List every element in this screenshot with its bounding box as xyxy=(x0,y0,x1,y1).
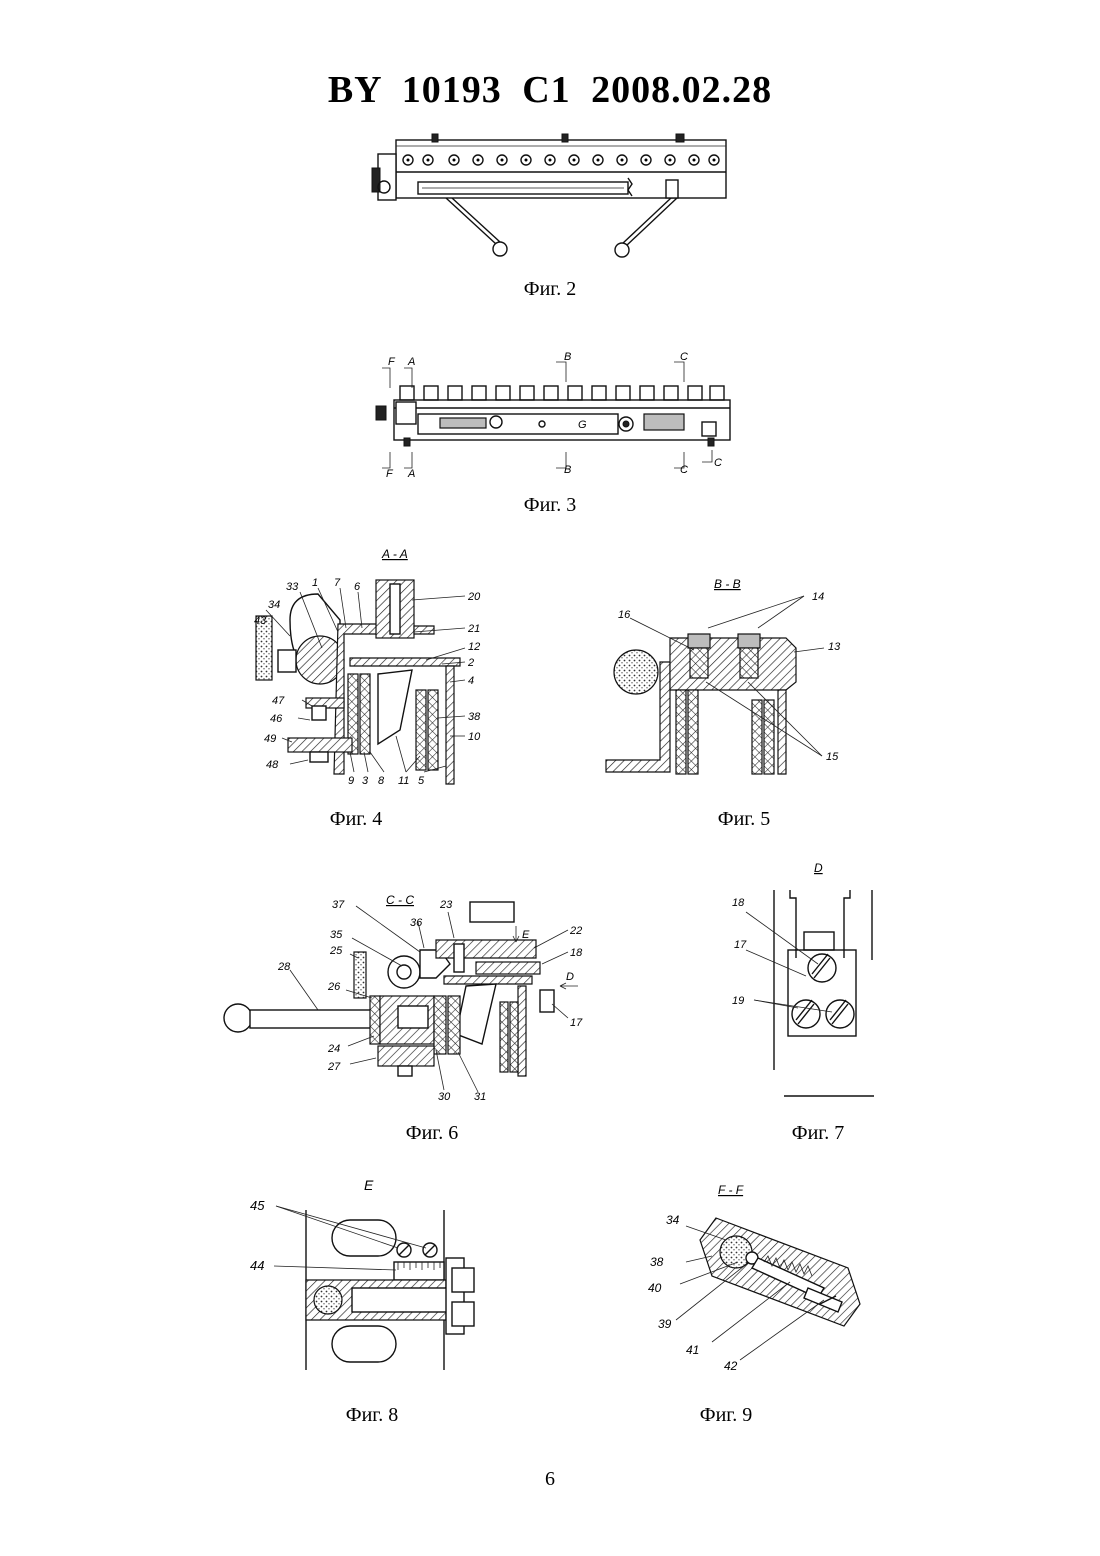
fig3-label-b-top: B xyxy=(564,351,571,363)
fig4-label-6: 6 xyxy=(354,581,361,593)
fig7-section-title: D xyxy=(814,861,823,875)
fig6-label-35: 35 xyxy=(330,929,343,941)
fig4-label-9: 9 xyxy=(348,775,354,787)
figure-2-drawing xyxy=(366,132,736,262)
fig9-label-38: 38 xyxy=(650,1255,664,1269)
fig3-teeth xyxy=(400,386,724,400)
fig4-label-5: 5 xyxy=(418,775,425,787)
fig6-label-30: 30 xyxy=(438,1091,451,1103)
fig6-label-36: 36 xyxy=(410,917,423,929)
fig2-bolts xyxy=(403,155,719,165)
fig9-label-42: 42 xyxy=(724,1359,738,1373)
fig6-label-22: 22 xyxy=(569,925,582,937)
fig5-label-13: 13 xyxy=(828,641,841,653)
fig3-label-g: G xyxy=(578,419,587,431)
fig6-section-title: C - C xyxy=(386,893,414,907)
figure-8-drawing: E 45 44 xyxy=(240,1170,490,1380)
fig7-caption: Фиг. 7 xyxy=(718,1122,918,1145)
fig4-label-3: 3 xyxy=(362,775,369,787)
fig8-label-44: 44 xyxy=(250,1258,264,1273)
patent-header: BY 10193 C1 2008.02.28 xyxy=(0,68,1100,112)
fig8-caption: Фиг. 8 xyxy=(272,1404,472,1427)
fig9-section-title: F - F xyxy=(718,1183,744,1197)
fig4-label-20: 20 xyxy=(467,591,481,603)
fig4-label-10: 10 xyxy=(468,731,481,743)
fig3-label-b-bottom: B xyxy=(564,464,571,476)
fig6-label-25: 25 xyxy=(329,945,343,957)
fig4-label-43: 43 xyxy=(254,615,267,627)
fig9-label-39: 39 xyxy=(658,1317,672,1331)
fig6-label-37: 37 xyxy=(332,899,345,911)
fig5-section-title: B - B xyxy=(714,577,741,591)
fig3-caption: Фиг. 3 xyxy=(450,494,650,517)
fig3-label-f-bottom: F xyxy=(386,468,394,480)
fig2-caption: Фиг. 2 xyxy=(450,278,650,301)
fig9-label-41: 41 xyxy=(686,1343,699,1357)
fig3-label-c-bottom: C xyxy=(680,464,688,476)
fig6-label-17: 17 xyxy=(570,1017,583,1029)
fig6-label-18: 18 xyxy=(570,947,583,959)
fig7-label-17: 17 xyxy=(734,939,747,951)
fig5-label-15: 15 xyxy=(826,751,839,763)
fig8-label-45: 45 xyxy=(250,1198,265,1213)
fig6-label-28: 28 xyxy=(277,961,291,973)
fig5-label-16: 16 xyxy=(618,609,631,621)
figure-3-drawing: F A B C F A B C C G xyxy=(374,350,744,478)
fig4-label-46: 46 xyxy=(270,713,283,725)
figure-4-drawing: A - A 33 1 7 6 20 34 43 21 12 2 4 38 47 … xyxy=(250,540,520,800)
figure-9-drawing: F - F 34 38 40 39 41 42 xyxy=(640,1176,870,1376)
fig4-label-8: 8 xyxy=(378,775,385,787)
fig9-caption: Фиг. 9 xyxy=(626,1404,826,1427)
figure-7-drawing: D 18 17 19 xyxy=(726,856,886,1106)
fig6-handle xyxy=(250,1010,380,1028)
fig3-label-a-top: A xyxy=(407,356,415,368)
fig4-section-title: A - A xyxy=(381,547,408,561)
fig5-label-14: 14 xyxy=(812,591,824,603)
fig4-label-12: 12 xyxy=(468,641,480,653)
fig4-label-33: 33 xyxy=(286,581,299,593)
fig6-label-31: 31 xyxy=(474,1091,486,1103)
fig3-label-c-top: C xyxy=(680,351,688,363)
fig4-label-38: 38 xyxy=(468,711,481,723)
fig6-label-23: 23 xyxy=(439,899,453,911)
fig4-label-49: 49 xyxy=(264,733,276,745)
fig6-label-27: 27 xyxy=(327,1061,341,1073)
fig7-label-18: 18 xyxy=(732,897,745,909)
fig4-label-2: 2 xyxy=(467,657,474,669)
fig6-label-26: 26 xyxy=(327,981,341,993)
figure-6-drawing: C - C 37 23 36 35 25 28 26 24 27 30 31 2… xyxy=(222,886,602,1112)
fig9-label-34: 34 xyxy=(666,1213,680,1227)
fig8-section-title: E xyxy=(364,1177,374,1193)
fig4-label-48: 48 xyxy=(266,759,279,771)
fig7-label-19: 19 xyxy=(732,995,744,1007)
fig4-label-4: 4 xyxy=(468,675,474,687)
fig4-label-1: 1 xyxy=(312,577,318,589)
fig4-label-34: 34 xyxy=(268,599,280,611)
fig9-label-40: 40 xyxy=(648,1281,662,1295)
fig4-label-11: 11 xyxy=(398,775,409,787)
fig6-label-view-e: E xyxy=(522,929,530,941)
fig4-label-21: 21 xyxy=(467,623,480,635)
figure-5-drawing: B - B 14 16 13 15 xyxy=(598,574,868,784)
fig3-label-a-bottom: A xyxy=(407,468,415,480)
fig6-label-24: 24 xyxy=(327,1043,340,1055)
fig6-caption: Фиг. 6 xyxy=(332,1122,532,1145)
fig5-caption: Фиг. 5 xyxy=(644,808,844,831)
fig4-caption: Фиг. 4 xyxy=(256,808,456,831)
fig3-label-c-side: C xyxy=(714,457,722,469)
fig6-label-view-d: D xyxy=(566,971,574,983)
page-number: 6 xyxy=(0,1468,1100,1491)
fig3-label-f-top: F xyxy=(388,356,396,368)
fig4-label-7: 7 xyxy=(334,577,341,589)
fig4-label-47: 47 xyxy=(272,695,285,707)
